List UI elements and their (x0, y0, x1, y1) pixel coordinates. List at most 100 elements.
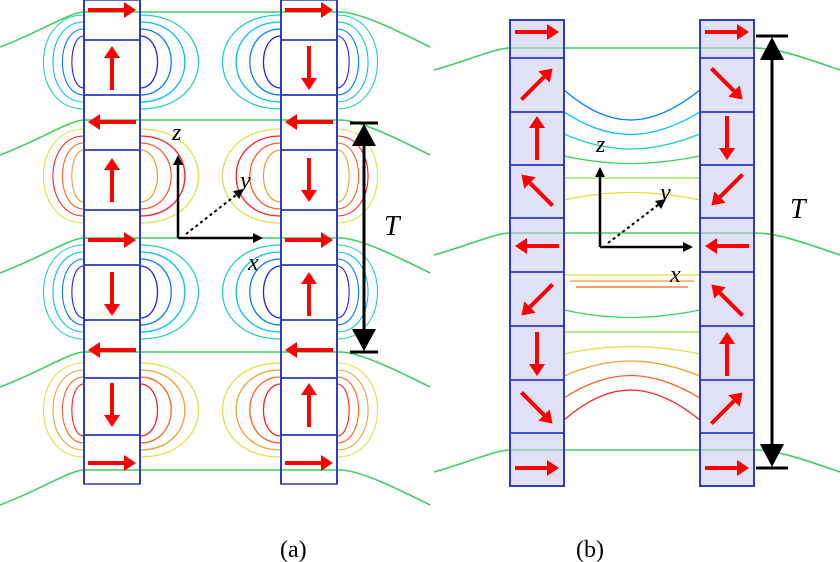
panel-b-period-bar: T (756, 34, 808, 470)
contour-line (43, 244, 85, 340)
contour-line (235, 135, 282, 217)
magnet-arrow-icon (285, 2, 333, 18)
contour-line (71, 149, 85, 203)
contour-line (139, 14, 200, 110)
contour-line (71, 265, 85, 319)
magnet-arrow-icon (515, 238, 559, 254)
contour-line (221, 128, 282, 224)
panel-a-z-axis-label: z (171, 120, 182, 146)
contour-line (139, 128, 200, 224)
panel-a-caption: (a) (280, 537, 307, 562)
panel-a-coordinate-axes: z y x (171, 120, 263, 276)
magnet-arrow-icon (104, 383, 120, 427)
magnet-arrow-icon (521, 283, 554, 316)
contour-line (52, 369, 85, 451)
contour-line (249, 376, 282, 444)
panel-a-right-magnet-column (280, 0, 338, 485)
contour-line (262, 265, 282, 319)
contour-line (336, 251, 369, 333)
magnet-arrow-icon (88, 342, 136, 358)
contour-line (249, 258, 282, 326)
magnet-arrow-icon (515, 24, 559, 40)
contour-line (52, 135, 85, 217)
magnet-arrow-icon (88, 114, 136, 130)
magnet-arrow-icon (710, 67, 743, 100)
contour-line (563, 89, 701, 121)
magnet-arrow-icon (520, 391, 553, 424)
contour-line (221, 14, 282, 110)
magnet-arrow-icon (88, 455, 136, 471)
contour-line (221, 362, 282, 458)
contour-line (336, 135, 369, 217)
contour-line (43, 14, 85, 110)
panel-b-left-magnet-column (509, 19, 565, 487)
contour-line (139, 21, 186, 103)
contour-line (235, 251, 282, 333)
contour-line (235, 21, 282, 103)
contour-line (563, 133, 701, 150)
contour-line (0, 351, 431, 388)
magnet-arrow-icon (520, 68, 553, 101)
contour-line (61, 28, 85, 96)
contour-line (139, 149, 159, 203)
magnet-arrow-icon (301, 158, 317, 202)
magnet-arrow-icon (521, 174, 554, 207)
contour-line (563, 309, 701, 319)
magnet-arrow-icon (88, 2, 136, 18)
magnet-arrow-icon (301, 46, 317, 90)
contour-line (139, 28, 172, 96)
contour-line (336, 28, 360, 96)
contour-line (52, 21, 85, 103)
magnet-arrow-icon (285, 455, 333, 471)
contour-line (262, 383, 282, 437)
magnet-arrow-icon (711, 284, 744, 317)
magnet-arrow-icon (301, 383, 317, 427)
contour-line (249, 28, 282, 96)
magnet-arrow-icon (529, 116, 545, 160)
panel-b: z y x T (b) (433, 19, 840, 562)
panel-a-y-axis-label: y (238, 168, 251, 194)
contour-line (0, 469, 431, 506)
panel-b-left-magnetization-arrows (515, 24, 559, 476)
contour-line (336, 149, 350, 203)
contour-line (336, 14, 378, 110)
contour-line (139, 369, 186, 451)
contour-line (262, 149, 282, 203)
contour-line (139, 135, 186, 217)
magnet-arrow-icon (719, 332, 735, 376)
contour-line (139, 258, 172, 326)
contour-line (61, 258, 85, 326)
contour-line (563, 111, 701, 136)
contour-line (61, 142, 85, 210)
panel-a: z y x T (a) (0, 0, 431, 562)
magnet-arrow-icon (705, 24, 749, 40)
contour-line (139, 244, 200, 340)
contour-line (336, 244, 378, 340)
contour-line (563, 389, 701, 421)
panel-b-caption: (b) (576, 537, 604, 562)
contour-line (139, 35, 159, 89)
panel-a-contour-field (0, 11, 431, 506)
contour-line (221, 244, 282, 340)
contour-line (336, 142, 360, 210)
contour-line (139, 383, 159, 437)
contour-line (0, 11, 431, 48)
contour-line (336, 383, 350, 437)
magnet-arrow-icon (285, 114, 333, 130)
magnet-arrow-icon (285, 232, 333, 248)
contour-line (61, 376, 85, 444)
magnet-arrow-icon (705, 460, 749, 476)
panel-b-contour-field (433, 47, 840, 473)
contour-line (262, 35, 282, 89)
magnet-arrow-icon (301, 272, 317, 316)
contour-line (139, 376, 172, 444)
contour-line (139, 142, 172, 210)
panel-b-y-axis-label: y (658, 180, 671, 206)
magnet-arrow-icon (285, 342, 333, 358)
contour-line (336, 265, 350, 319)
magnet-arrow-icon (88, 232, 136, 248)
magnet-arrow-icon (710, 392, 743, 425)
contour-line (563, 155, 701, 165)
contour-line (433, 232, 840, 256)
